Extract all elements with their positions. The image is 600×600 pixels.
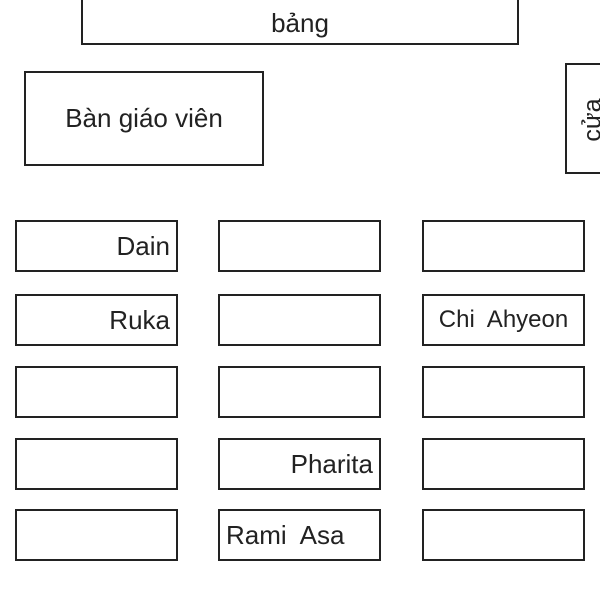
desk-r2c2 [218,294,381,346]
desk-r3c2 [218,366,381,418]
desk-r3c1 [15,366,178,418]
desk-r1c1: Dain [15,220,178,272]
desk-r4c3 [422,438,585,490]
desk-r3c3 [422,366,585,418]
desk-student-name: Dain [116,230,170,261]
desk-r4c2: Pharita [218,438,381,490]
desk-student-name: Rami Asa [226,519,345,550]
desk-r5c3 [422,509,585,561]
teacher-desk-label: Bàn giáo viên [65,103,223,133]
desk-student-name: Pharita [290,448,373,479]
desk-student-name: Ruka [109,304,170,335]
desk-r2c1: Ruka [15,294,178,346]
teacher-desk: Bàn giáo viên [24,71,264,166]
blackboard: bảng [81,0,519,45]
desk-student-name: Chi Ahyeon [438,306,569,333]
blackboard-label: bảng [271,8,329,38]
door: cửa [565,63,600,174]
desk-r5c1 [15,509,178,561]
desk-r1c3 [422,220,585,272]
desk-r5c2: Rami Asa [218,509,381,561]
door-label: cửa [578,98,600,142]
desk-r2c3: Chi Ahyeon [422,294,585,346]
desk-r4c1 [15,438,178,490]
desk-r1c2 [218,220,381,272]
